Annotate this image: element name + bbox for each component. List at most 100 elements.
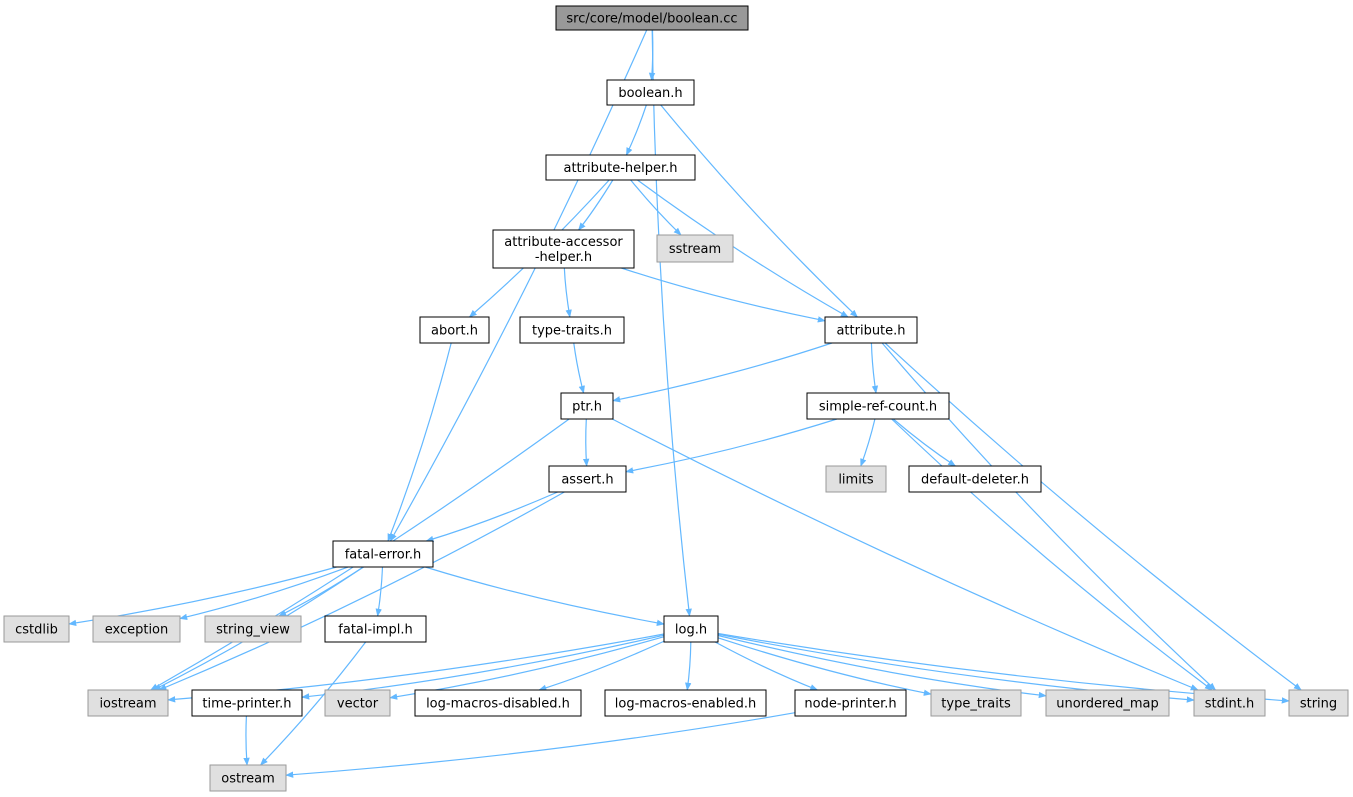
- node-label: fatal-impl.h: [338, 623, 412, 638]
- node-box: [519, 316, 625, 344]
- edge-type-traits-h-to-ptr: [573, 342, 585, 394]
- node-label: abort.h: [431, 324, 478, 339]
- node-box: [908, 465, 1042, 493]
- node-label: stdint.h: [1205, 697, 1254, 712]
- node-fatal-error[interactable]: fatal-error.h: [332, 540, 434, 568]
- edge-assert-to-iostream: [158, 491, 565, 691]
- edge-log-to-vector: [389, 636, 665, 700]
- node-label: -helper.h: [535, 250, 592, 265]
- node-label: unordered_map: [1056, 697, 1159, 712]
- node-label: attribute.h: [836, 324, 905, 339]
- node-fatal-impl[interactable]: fatal-impl.h: [324, 615, 427, 643]
- node-box: [324, 615, 427, 643]
- edge-simple-ref-to-limits: [860, 418, 876, 467]
- node-box: [555, 5, 749, 31]
- node-log[interactable]: log.h: [663, 615, 719, 643]
- node-label: log.h: [675, 623, 707, 638]
- node-limits: limits: [825, 465, 887, 493]
- edge-root-to-fatal-error: [389, 29, 648, 542]
- node-box: [414, 689, 582, 717]
- edge-time-printer-to-ostream: [243, 715, 250, 766]
- node-label: cstdlib: [15, 623, 58, 638]
- node-node-printer[interactable]: node-printer.h: [794, 689, 907, 717]
- edge-fatal-error-to-cstdlib: [68, 566, 337, 627]
- node-root[interactable]: src/core/model/boolean.cc: [555, 5, 749, 31]
- node-attribute[interactable]: attribute.h: [824, 316, 918, 344]
- edge-ptr-to-assert: [582, 418, 590, 467]
- node-time-printer[interactable]: time-printer.h: [191, 689, 303, 717]
- node-type-traits: type_traits: [930, 689, 1022, 717]
- node-label: node-printer.h: [804, 697, 896, 712]
- node-box: [419, 316, 490, 344]
- edge-attribute-to-ptr: [612, 342, 833, 403]
- edge-fatal-error-to-string-view: [278, 566, 364, 617]
- node-box: [492, 229, 635, 269]
- node-label: default-deleter.h: [921, 473, 1029, 488]
- node-assert[interactable]: assert.h: [548, 465, 627, 493]
- node-abort[interactable]: abort.h: [419, 316, 490, 344]
- node-exception: exception: [92, 615, 181, 643]
- node-default-deleter[interactable]: default-deleter.h: [908, 465, 1042, 493]
- node-vector: vector: [324, 689, 391, 717]
- node-box: [191, 689, 303, 717]
- node-label: attribute-helper.h: [563, 161, 677, 176]
- node-label: ostream: [221, 772, 275, 787]
- node-ptr[interactable]: ptr.h: [560, 392, 614, 420]
- node-string-view: string_view: [204, 615, 302, 643]
- node-sstream: sstream: [656, 234, 734, 263]
- edge-log-to-log-macros-enabled: [685, 641, 692, 691]
- node-type-traits-h[interactable]: type-traits.h: [519, 316, 625, 344]
- node-box: [324, 689, 391, 717]
- edge-log-to-time-printer: [301, 634, 665, 700]
- node-cstdlib: cstdlib: [3, 615, 70, 643]
- node-box: [656, 234, 734, 263]
- edge-fatal-error-to-fatal-impl: [375, 566, 384, 617]
- node-unordered-map: unordered_map: [1045, 689, 1170, 717]
- node-box: [548, 465, 627, 493]
- node-label: type_traits: [941, 697, 1011, 712]
- edge-simple-ref-to-default-deleter: [892, 418, 957, 467]
- node-box: [204, 615, 302, 643]
- node-box: [1193, 689, 1266, 717]
- node-box: [332, 540, 434, 568]
- edge-ptr-to-stdint: [611, 418, 1199, 691]
- edge-attr-accessor-to-attribute: [621, 267, 826, 323]
- node-box: [606, 79, 695, 106]
- node-box: [663, 615, 719, 643]
- node-ostream: ostream: [209, 764, 287, 792]
- node-label: iostream: [99, 697, 156, 712]
- node-label: simple-ref-count.h: [819, 400, 937, 415]
- node-box: [1288, 689, 1349, 717]
- node-label: log-macros-disabled.h: [426, 697, 570, 712]
- node-string: string: [1288, 689, 1349, 717]
- node-simple-ref[interactable]: simple-ref-count.h: [806, 392, 950, 420]
- edge-fatal-error-to-exception: [179, 566, 349, 620]
- node-label: boolean.h: [618, 86, 682, 101]
- edge-attribute-to-simple-ref: [870, 342, 879, 394]
- node-label: src/core/model/boolean.cc: [566, 12, 737, 27]
- node-label: exception: [105, 623, 169, 638]
- edge-fatal-impl-to-ostream: [259, 641, 367, 766]
- node-stdint: stdint.h: [1193, 689, 1266, 717]
- node-attr-helper[interactable]: attribute-helper.h: [545, 154, 696, 181]
- node-box: [560, 392, 614, 420]
- node-box: [824, 316, 918, 344]
- edge-log-to-log-macros-disabled: [538, 640, 665, 691]
- edge-fatal-error-to-log: [425, 566, 665, 626]
- edge-attr-helper-to-attr-accessor: [578, 179, 614, 231]
- node-label: sstream: [669, 242, 721, 257]
- node-boolean[interactable]: boolean.h: [606, 79, 695, 106]
- node-log-macros-disabled[interactable]: log-macros-disabled.h: [414, 689, 582, 717]
- node-box: [92, 615, 181, 643]
- node-attr-accessor[interactable]: attribute-accessor-helper.h: [492, 229, 635, 269]
- edge-assert-to-fatal-error: [425, 491, 558, 542]
- edge-log-to-node-printer: [714, 641, 819, 691]
- node-box: [604, 689, 767, 717]
- node-box: [545, 154, 696, 181]
- node-label: type-traits.h: [532, 324, 612, 339]
- node-log-macros-enabled[interactable]: log-macros-enabled.h: [604, 689, 767, 717]
- edge-root-to-log: [651, 29, 692, 617]
- node-label: string: [1300, 697, 1337, 712]
- node-iostream: iostream: [87, 689, 169, 717]
